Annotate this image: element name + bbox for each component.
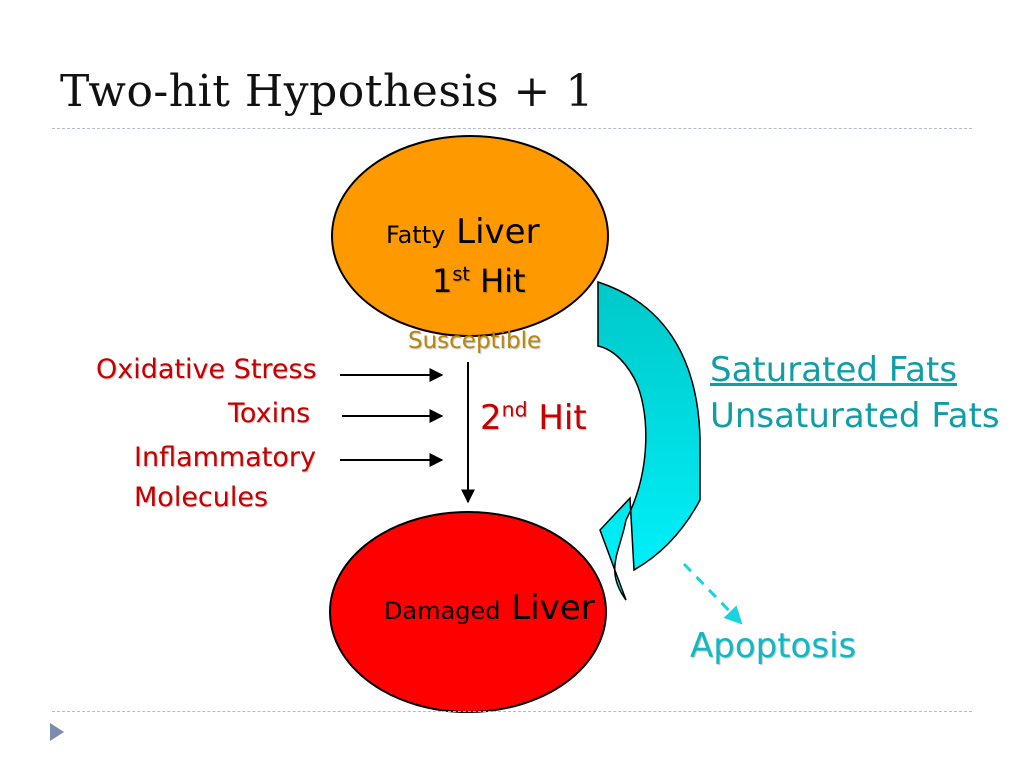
liver-word: Liver [456, 212, 540, 252]
apoptosis-arrow [682, 562, 743, 625]
toxins-label: Toxins [228, 398, 311, 429]
footer-divider [52, 711, 972, 712]
slide-marker-icon [50, 723, 64, 741]
slide-title: Two-hit Hypothesis + 1 [60, 66, 594, 117]
saturated-fats-label: Saturated Fats [710, 350, 958, 390]
molecules-label: Molecules [134, 482, 269, 513]
damaged-word: Damaged [384, 597, 501, 625]
first-hit-number: 1 [432, 262, 453, 300]
susceptible-label: Susceptible [408, 328, 542, 354]
damaged-liver-word: Liver [511, 588, 595, 628]
first-hit-sup: st [452, 262, 470, 286]
second-hit-label: 2nd Hit [480, 398, 587, 438]
apoptosis-label: Apoptosis [690, 626, 857, 666]
first-hit-word: Hit [480, 262, 526, 300]
fatty-liver-label: Fatty Liver [386, 212, 540, 252]
fatty-liver-ellipse [331, 135, 609, 337]
fatty-word: Fatty [386, 221, 446, 249]
second-hit-sup: nd [501, 397, 528, 422]
damaged-liver-ellipse [329, 511, 607, 713]
inflammatory-label: Inflammatory [134, 442, 316, 473]
damaged-liver-label: Damaged Liver [384, 588, 595, 628]
second-hit-word: Hit [538, 398, 587, 438]
oxidative-stress-label: Oxidative Stress [96, 354, 317, 385]
second-hit-number: 2 [480, 398, 502, 438]
title-divider [52, 128, 972, 129]
unsaturated-fats-label: Unsaturated Fats [710, 396, 1000, 436]
curved-arrow [597, 280, 701, 601]
first-hit-label: 1st Hit [432, 262, 526, 300]
